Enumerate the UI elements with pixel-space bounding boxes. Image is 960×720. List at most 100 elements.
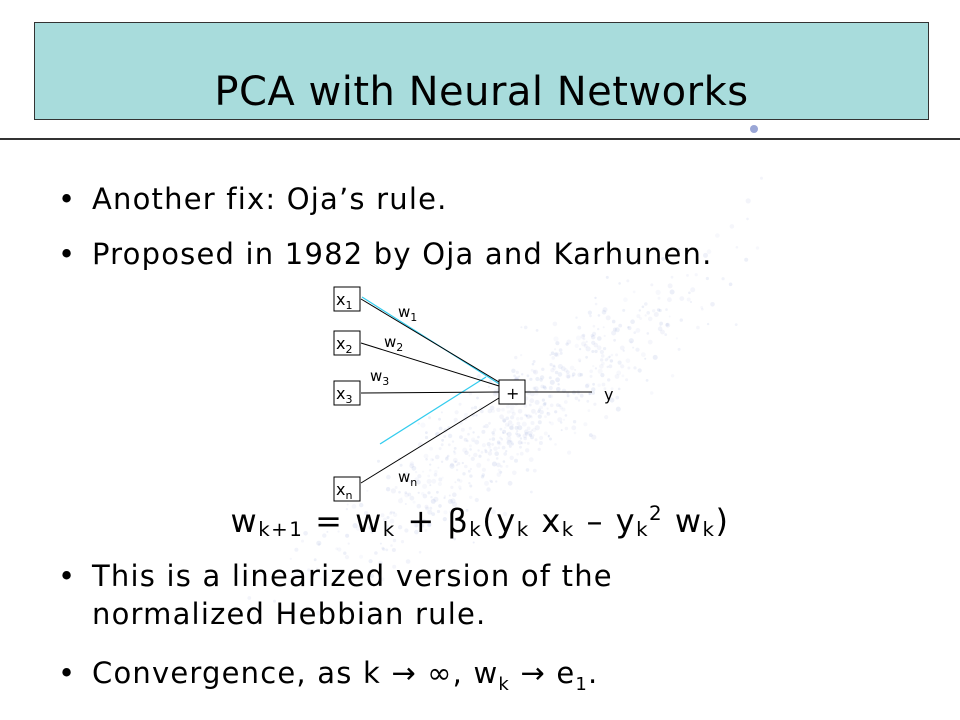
scatter-point (509, 455, 514, 460)
scatter-point (601, 382, 606, 387)
scatter-point (468, 392, 473, 396)
scatter-point (532, 468, 537, 473)
scatter-point (627, 366, 631, 370)
scatter-point (499, 436, 502, 440)
scatter-point (600, 358, 604, 362)
scatter-point (501, 445, 506, 450)
scatter-point (493, 446, 498, 451)
scatter-point (520, 354, 523, 357)
scatter-point (520, 441, 524, 445)
connection-line (360, 342, 500, 387)
scatter-point (567, 450, 572, 455)
scatter-point (667, 283, 673, 289)
scatter-point (610, 353, 614, 357)
fit-line-icon (379, 376, 487, 445)
scatter-point (553, 352, 559, 357)
weight-label-w3: w3 (370, 367, 389, 388)
scatter-point (335, 547, 339, 551)
scatter-point (644, 302, 648, 306)
scatter-point (443, 495, 447, 498)
scatter-point (549, 363, 553, 367)
scatter-point (597, 314, 601, 317)
scatter-point (554, 348, 557, 351)
scatter-point (633, 366, 637, 370)
scatter-point (488, 445, 492, 449)
scatter-point (381, 546, 385, 550)
scatter-point (644, 357, 647, 360)
scatter-point (601, 361, 605, 366)
scatter-point (626, 279, 630, 283)
scatter-point (533, 369, 539, 375)
scatter-point (615, 395, 620, 400)
scatter-point (427, 491, 431, 495)
scatter-point (509, 415, 515, 420)
scatter-point (541, 367, 545, 371)
scatter-point (581, 341, 587, 347)
scatter-point (661, 257, 665, 261)
scatter-point (511, 411, 516, 416)
page-title: PCA with Neural Networks (214, 69, 749, 115)
input-node-x1: x1 (333, 286, 361, 312)
scatter-point (647, 316, 653, 322)
scatter-point (484, 450, 488, 454)
scatter-point (424, 504, 429, 509)
scatter-point (366, 514, 370, 518)
scatter-point (529, 414, 533, 418)
scatter-point (450, 462, 454, 467)
scatter-point (645, 379, 649, 382)
scatter-point (521, 373, 524, 376)
scatter-point (519, 445, 522, 449)
scatter-point (469, 448, 472, 451)
scatter-point (650, 391, 654, 395)
scatter-point (394, 486, 398, 489)
scatter-point (611, 330, 617, 336)
scatter-point (519, 451, 524, 456)
scatter-point (343, 551, 347, 555)
scatter-point (454, 410, 459, 415)
scatter-point (601, 309, 607, 315)
scatter-point (656, 308, 661, 312)
scatter-point (668, 315, 671, 318)
input-node-x2: x2 (333, 330, 361, 356)
scatter-point (583, 422, 588, 427)
scatter-point (476, 462, 482, 468)
scatter-point (549, 379, 555, 385)
scatter-point (513, 374, 516, 378)
scatter-point (686, 297, 691, 302)
scatter-point (294, 547, 299, 552)
scatter-point (520, 326, 523, 329)
scatter-point (670, 374, 675, 378)
scatter-point (480, 475, 485, 479)
scatter-point (604, 415, 609, 420)
scatter-point (705, 276, 710, 281)
scatter-point (562, 418, 566, 421)
scatter-point (554, 370, 559, 375)
scatter-point (319, 577, 323, 580)
scatter-point (426, 478, 432, 484)
oja-update-formula: wk+1 = wk + βk(yk xk – yk2 wk) (230, 502, 730, 541)
scatter-point (543, 431, 548, 436)
scatter-point (549, 437, 552, 441)
scatter-point (574, 396, 579, 401)
scatter-point (425, 458, 428, 461)
scatter-point (506, 440, 512, 446)
scatter-point (452, 457, 458, 463)
scatter-point (422, 483, 428, 489)
scatter-point (424, 528, 428, 532)
scatter-point (577, 399, 581, 402)
scatter-point (468, 454, 471, 457)
scatter-point (453, 421, 456, 424)
scatter-point (487, 385, 490, 388)
scatter-point (474, 497, 479, 503)
bullet-text: Another fix: Oja’s rule. (92, 182, 448, 216)
scatter-point (659, 321, 663, 326)
scatter-point (530, 435, 534, 440)
scatter-point (571, 374, 575, 378)
scatter-point (449, 510, 453, 514)
scatter-point (484, 448, 487, 452)
scatter-point (688, 291, 691, 295)
scatter-point (557, 372, 563, 377)
scatter-point (566, 394, 570, 398)
scatter-point (548, 394, 552, 398)
